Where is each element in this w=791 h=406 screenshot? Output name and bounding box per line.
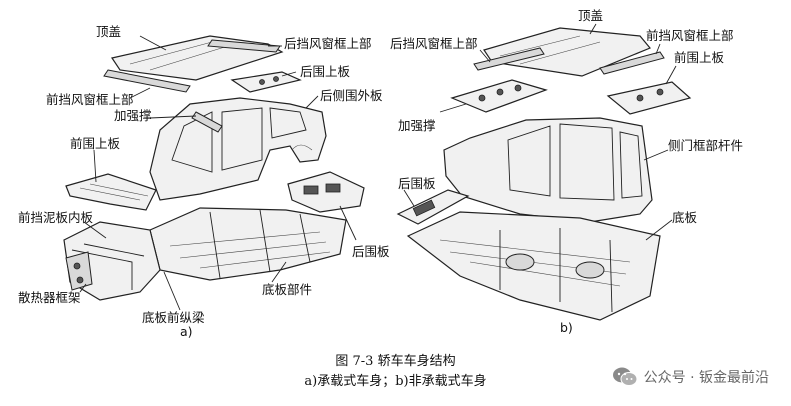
diagram-a: 顶盖 后挡风窗框上部 后围上板 前挡风窗框上部 加强撑 后侧围外板 前围上板 前… (18, 24, 390, 339)
a-radiator-frame (65, 251, 93, 291)
diagram-b: 顶盖 后挡风窗框上部 前挡风窗框上部 前围上板 加强撑 侧门框部杆件 后围板 底… (390, 8, 743, 335)
b-front-upper-panel (606, 81, 692, 115)
a-rear-window-frame-strip (207, 39, 281, 53)
a-sublabel: a) (180, 324, 193, 339)
a-label-rear-side-outer-panel: 后侧围外板 (320, 88, 383, 103)
b-label-roof: 顶盖 (578, 8, 603, 23)
b-label-reinforcement: 加强撑 (398, 118, 436, 133)
a-label-floor-parts: 底板部件 (262, 282, 312, 297)
b-label-front-upper-panel: 前围上板 (674, 50, 725, 65)
b-floor (406, 211, 661, 321)
b-label-side-door-frame: 侧门框部杆件 (668, 138, 743, 153)
a-front-upper-panel (65, 173, 157, 211)
a-floor-assembly (149, 207, 347, 281)
figure-caption-subtitle: a)承载式车身；b)非承载式车身 (304, 374, 487, 389)
a-label-front-window-frame-upper: 前挡风窗框上部 (46, 92, 134, 107)
a-label-rear-upper-panel: 后围上板 (300, 64, 351, 79)
watermark: 公众号 · 钣金最前沿 (612, 366, 769, 388)
a-label-front-fender-inner: 前挡泥板内板 (18, 210, 94, 225)
b-label-front-window-frame-upper: 前挡风窗框上部 (646, 28, 734, 43)
a-label-reinforcement: 加强撑 (114, 108, 152, 123)
a-roof-panel (111, 35, 284, 81)
b-label-rear-window-frame-upper: 后挡风窗框上部 (390, 36, 478, 51)
wechat-logo-icon (612, 367, 638, 386)
a-body-side (149, 97, 327, 201)
a-label-front-upper-panel: 前围上板 (70, 136, 121, 151)
b-rear-upper-panel (450, 79, 548, 113)
a-label-rear-window-frame-upper: 后挡风窗框上部 (284, 36, 372, 51)
a-rear-upper-panel (230, 71, 302, 93)
a-label-radiator-frame: 散热器框架 (18, 290, 81, 305)
a-label-roof: 顶盖 (96, 24, 121, 39)
b-label-rear-panel: 后围板 (398, 176, 436, 191)
figure-caption-title: 图 7-3 轿车车身结构 (335, 354, 456, 369)
a-label-floor-front-rail: 底板前纵梁 (142, 310, 205, 325)
b-rear-window-frame-strip (473, 47, 545, 71)
a-front-window-frame-strip (103, 69, 191, 93)
b-label-floor: 底板 (672, 210, 698, 225)
watermark-text: 公众号 · 钣金最前沿 (643, 370, 769, 386)
a-label-rear-panel: 后围板 (352, 244, 390, 259)
b-body-side (443, 117, 653, 223)
b-sublabel: b) (560, 320, 573, 335)
b-front-window-frame-strip (599, 51, 665, 75)
